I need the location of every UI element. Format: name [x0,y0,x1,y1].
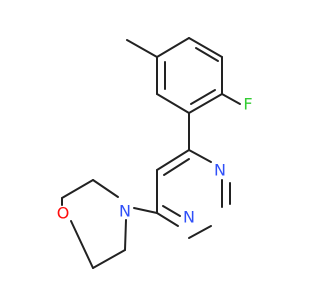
bond [188,149,212,163]
pyrimidine-nitrogen-label: N [183,208,195,227]
bond [124,219,127,251]
bond [188,225,212,239]
bond [156,93,190,114]
bond [156,212,179,227]
bond [162,205,181,217]
bond [92,249,126,269]
morpholine-nitrogen-label: N [119,202,131,221]
bond [61,179,94,199]
bond [70,220,94,269]
bond [188,93,223,114]
fluorine-atom-label: F [243,95,252,114]
methyl-bond [126,39,158,58]
bond [156,37,190,58]
pyrimidine-ring [156,149,231,239]
bond [195,47,219,62]
morpholine-oxygen-label: O [57,204,70,223]
morpholine-ring [61,179,127,269]
bond [156,149,190,171]
bond [163,158,190,176]
molecule-structure-diagram: F N N N O [57,37,253,269]
amine-bond [133,207,158,214]
bond [92,179,119,198]
bond [188,37,223,58]
fluorine-bond [221,93,241,105]
pyrimidine-nitrogen-label: N [214,161,226,180]
bond [190,89,216,105]
phenyl-ring [156,37,223,114]
